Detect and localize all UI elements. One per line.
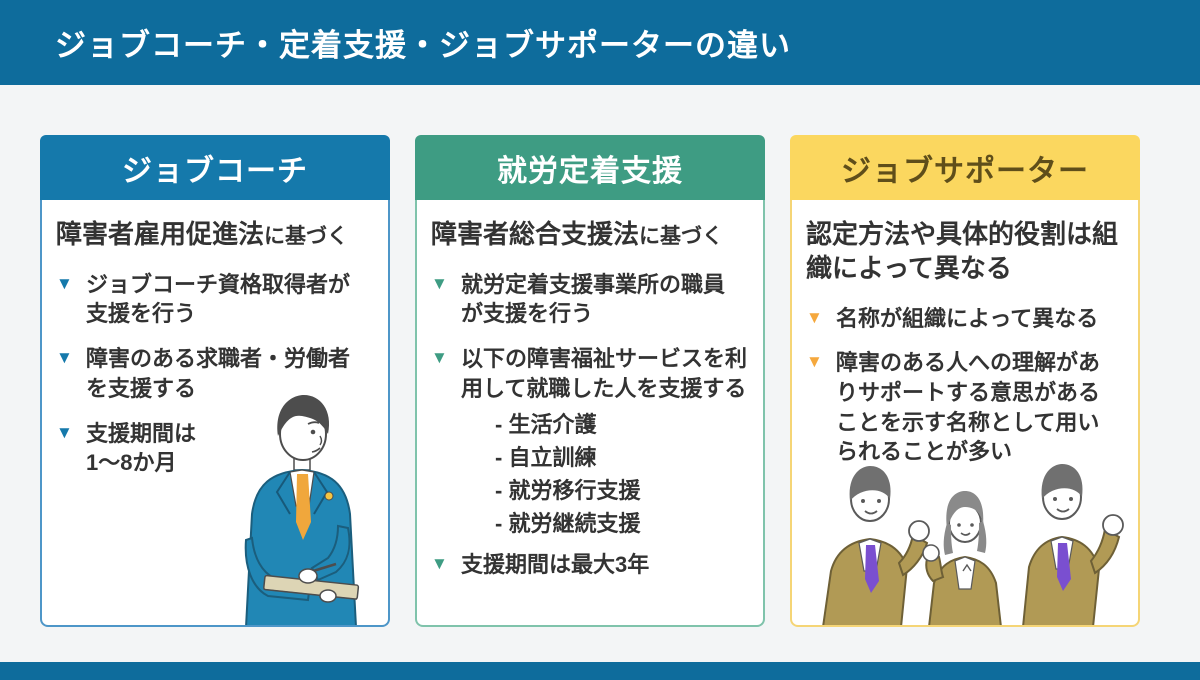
triangle-down-icon: ▼ [56,273,73,293]
list-item: ▼ 支援期間は1〜8か月 [56,419,380,478]
list-item: ▼ 就労定着支援事業所の職員が支援を行う [431,270,755,329]
page-title: ジョブコーチ・定着支援・ジョブサポーターの違い [55,28,791,63]
card-job-supporter: ジョブサポーター 認定方法や具体的役割は組織によって異なる ▼ 名称が組織によっ… [790,135,1140,627]
card-job-supporter-bullets: ▼ 名称が組織によって異なる ▼ 障害のある人への理解がありサポートする意思があ… [806,304,1130,467]
card-job-supporter-header: ジョブサポーター [790,135,1140,200]
card-retention-support-bullets: ▼ 就労定着支援事業所の職員が支援を行う ▼ 以下の障害福祉サービスを利用して就… [431,270,755,579]
welfare-service-list: - 生活介護 - 自立訓練 - 就労移行支援 - 就労継続支援 [495,408,755,540]
triangle-down-icon: ▼ [431,273,448,293]
list-item: - 自立訓練 [495,444,597,470]
list-item: ▼ 障害のある人への理解がありサポートする意思があることを示す名称として用いられ… [806,348,1130,467]
list-item: ▼ 名称が組織によって異なる [806,304,1130,334]
card-retention-support-body: 障害者総合支援法に基づく ▼ 就労定着支援事業所の職員が支援を行う ▼ 以下の障… [415,200,765,627]
card-job-supporter-basis: 認定方法や具体的役割は組織によって異なる [806,219,1119,283]
list-item: ▼ ジョブコーチ資格取得者が支援を行う [56,270,380,329]
list-item: ▼ 以下の障害福祉サービスを利用して就職した人を支援する - 生活介護 - 自立… [431,344,755,539]
card-retention-support-header: 就労定着支援 [415,135,765,200]
card-job-supporter-body: 認定方法や具体的役割は組織によって異なる ▼ 名称が組織によって異なる ▼ 障害… [790,200,1140,627]
triangle-down-icon: ▼ [56,348,73,368]
triangle-down-icon: ▼ [806,352,823,372]
card-job-coach-header: ジョブコーチ [40,135,390,200]
card-job-coach-bullets: ▼ ジョブコーチ資格取得者が支援を行う ▼ 障害のある求職者・労働者を支援する … [56,270,380,478]
card-retention-support-basis: 障害者総合支援法に基づく [431,219,724,249]
job-coach-illustration [244,395,360,625]
list-item: ▼ 支援期間は最大3年 [431,550,755,580]
list-item: - 就労継続支援 [495,510,641,536]
triangle-down-icon: ▼ [431,553,448,573]
title-bar: ジョブコーチ・定着支援・ジョブサポーターの違い [0,0,1200,85]
triangle-down-icon: ▼ [56,422,73,442]
list-item: - 生活介護 [495,411,597,437]
card-retention-support: 就労定着支援 障害者総合支援法に基づく ▼ 就労定着支援事業所の職員が支援を行う… [415,135,765,627]
list-item: ▼ 障害のある求職者・労働者を支援する [56,344,380,403]
list-item: - 就労移行支援 [495,477,641,503]
card-job-coach-basis: 障害者雇用促進法に基づく [56,219,349,249]
triangle-down-icon: ▼ [431,348,448,368]
footer-bar [0,662,1200,680]
card-job-coach: ジョブコーチ 障害者雇用促進法に基づく ▼ ジョブコーチ資格取得者が支援を行う … [40,135,390,627]
card-job-coach-body: 障害者雇用促進法に基づく ▼ ジョブコーチ資格取得者が支援を行う ▼ 障害のある… [40,200,390,627]
job-supporters-illustration [822,464,1124,625]
triangle-down-icon: ▼ [806,307,823,327]
